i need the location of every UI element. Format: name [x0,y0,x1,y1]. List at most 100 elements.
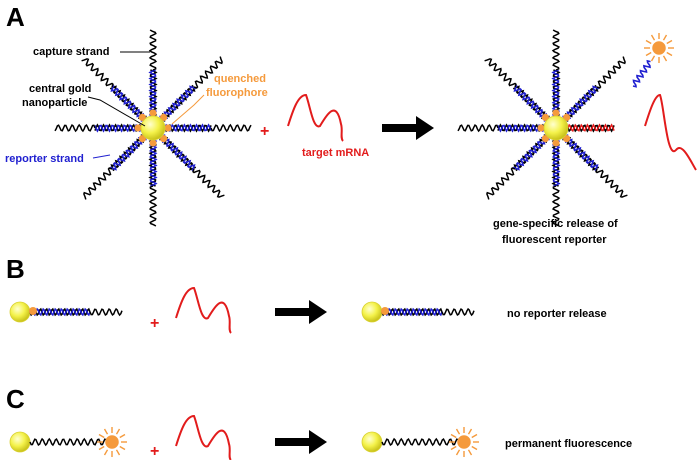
duplex-strand-secondary [94,123,142,133]
label-nanoparticle: nanoparticle [22,97,87,109]
target-mrna-b [175,286,232,334]
fluorophore-core [457,435,471,449]
fluorophore-ray [119,445,126,451]
fluorophore-ray [103,428,109,435]
duplex-strand-primary [567,123,615,133]
capture-strand-tail [551,29,561,71]
duplex-strand-primary [148,69,158,117]
duplex-strand-primary [94,123,142,133]
quenched-fluorophore [29,307,37,315]
quenched-fluorophore [138,135,146,143]
panel-b-row [9,301,475,323]
fluorophore-ray [98,445,105,451]
capture-strand-tail [596,56,626,89]
duplex-strand-secondary [381,307,443,317]
quenched-fluorophore [134,124,142,132]
duplex-strand-secondary [161,134,196,172]
target-mrna-a [287,93,344,142]
duplex-strand-secondary [564,134,599,172]
duplex-strand-primary [551,69,561,117]
capture-strand-tail [148,29,158,71]
quenched-fluorophore [541,135,549,143]
quenched-fluorophore [552,139,560,147]
fluorophore-ray [645,51,652,57]
duplex-strand-primary [164,123,212,133]
duplex-strand-primary [551,139,561,187]
label-quenched: quenched [214,73,266,85]
quenched-fluorophore [563,113,571,121]
fluorophore-ray [450,433,457,439]
fluorophore-ray [471,445,478,451]
quenched-fluorophore [563,135,571,143]
duplex-strand-secondary [562,85,600,120]
fluorophore-on [97,427,127,457]
fluorophore-ray [467,428,473,435]
duplex-strand-primary [159,136,197,171]
label-no-reporter-release: no reporter release [507,308,607,320]
duplex-strand-secondary [109,136,147,171]
capture-strand-tail [192,168,225,198]
fluorophore-ray [666,51,673,57]
target-mrna-c [175,414,232,460]
label-gene-specific-release: gene-specific release of [493,218,618,230]
capture-strand-tail [54,123,96,133]
quenched-fluorophore [541,113,549,121]
duplex-strand-secondary [512,136,550,171]
duplex-strand-primary [497,123,545,133]
fluorophore-ray [650,34,656,41]
fluorophore-ray [450,445,457,451]
capture-strand-tail [441,307,475,317]
reaction-arrow-c [275,430,327,454]
released-fluorophore [644,33,674,63]
fluorophore-ray [471,433,478,439]
label-fluorophore: fluorophore [206,87,268,99]
probe-strand [29,437,107,447]
duplex-strand-primary [148,139,158,187]
label-fluorescent-reporter: fluorescent reporter [502,234,607,246]
quenched-fluorophore [552,109,560,117]
duplex-strand-secondary [567,123,615,133]
duplex-strand-secondary [148,139,158,187]
duplex-strand-secondary [551,69,561,117]
gold-nanoparticle [361,431,383,453]
capture-strand-tail [83,167,113,200]
capture-strand-tail [457,123,499,133]
pointer-gold [87,96,146,127]
quenched-fluorophore [537,124,545,132]
central-gold-nanoparticle [140,115,166,141]
panel-c-row [9,427,479,457]
quenched-fluorophore [149,139,157,147]
fluorophore-ray [666,39,673,45]
fluorophore-ray [455,449,461,456]
nanoparticle-construct-before [54,29,252,227]
quenched-fluorophore [160,135,168,143]
duplex-strand-secondary [159,85,197,120]
capture-strand-tail [551,185,561,227]
duplex-strand-primary [564,84,599,122]
fluorophore-ray [650,55,656,62]
central-gold-nanoparticle [543,115,569,141]
panel-letter-c: C [6,384,25,414]
capture-strand-tail [595,168,628,198]
capture-strand-tail [148,185,158,227]
duplex-strand-secondary [497,123,545,133]
label-target-mrna: target mRNA [302,147,369,159]
fluorophore-ray [467,449,473,456]
duplex-strand-primary [110,134,145,172]
label-capture-strand: capture strand [33,46,109,58]
label-reporter-strand: reporter strand [5,153,84,165]
fluorophore-ray [115,449,121,456]
nanoparticle-construct-after [457,29,628,227]
fluorophore-on [449,427,479,457]
quenched-fluorophore [138,113,146,121]
fluorophore-core [105,435,119,449]
capture-strand-tail [81,58,114,88]
capture-strand-tail [210,123,252,133]
duplex-strand-secondary [551,139,561,187]
duplex-strand-primary [562,136,600,171]
fluorophore-ray [119,433,126,439]
plus-sign-a: + [260,123,269,140]
quenched-fluorophore [160,113,168,121]
